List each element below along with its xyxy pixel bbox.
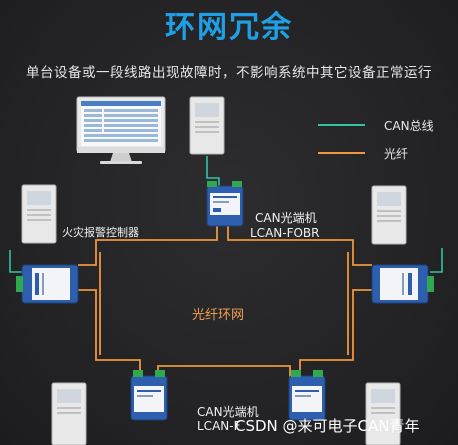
legend-fiber-label: 光纤 [384,147,409,161]
bottom-device-name: CAN光端机 [197,405,259,419]
can-fiber-converter-icon [130,370,168,421]
top-device-model: LCAN-FOBR [250,226,320,240]
top-device-name: CAN光端机 [255,211,317,225]
fire-alarm-panel-icon [51,382,87,445]
fire-controller-label: 火灾报警控制器 [62,226,139,239]
fiber-ring [78,222,372,378]
watermark: CSDN @来可电子CAN青年 [235,417,420,435]
fire-alarm-panel-icon [365,382,401,445]
monitor-icon [76,96,166,164]
can-fiber-converter-icon [371,264,434,304]
fire-alarm-panel-icon [189,96,225,155]
bottom-device-model: LCAN-F [197,419,241,433]
can-fiber-converter-icon [288,370,326,421]
legend-can-label: CAN总线 [384,119,434,133]
can-fiber-converter-icon [16,264,79,304]
page-title: 环网冗余 [165,10,293,45]
page-subtitle: 单台设备或一段线路出现故障时，不影响系统中其它设备正常运行 [26,65,432,81]
fire-alarm-panel-icon [371,185,407,245]
ring-label: 光纤环网 [192,308,245,323]
fire-alarm-panel-icon [21,184,57,244]
can-fiber-converter-icon [206,181,244,227]
